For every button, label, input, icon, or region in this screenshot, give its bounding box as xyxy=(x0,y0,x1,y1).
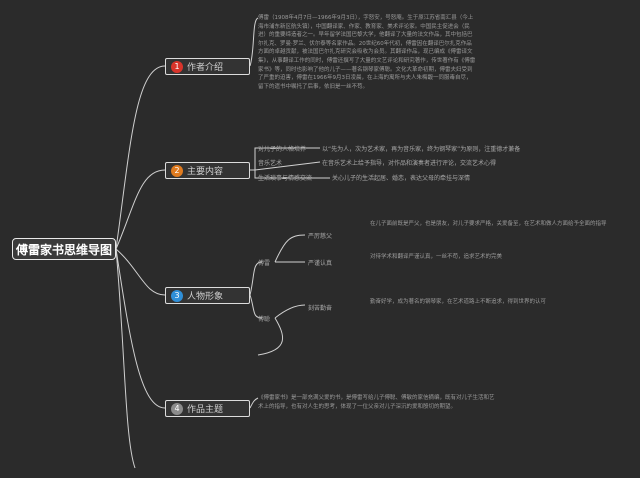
connector-char-1 xyxy=(274,234,306,263)
connector-content-3 xyxy=(254,170,330,179)
connector-char-4 xyxy=(257,317,284,356)
connector-root-content xyxy=(115,169,166,250)
branch-label: 作者介绍 xyxy=(187,63,224,73)
content-item-label: 对儿子的人格培养 xyxy=(258,146,307,153)
theme-description: 《傅雷家书》是一部充满父爱的书，是傅雷写给儿子傅聪、傅敏的家信摘编，既有对儿子生… xyxy=(258,395,495,410)
character-trait-text: 对待学术和翻译严谨认真，一丝不苟，追求艺术的完美 xyxy=(370,254,503,260)
connector-char-g2 xyxy=(249,294,263,319)
connector-char-3 xyxy=(274,304,306,319)
author-description: 傅雷（1908年4月7日—1966年9月3日），字怒安，号怒庵。生于原江苏省南汇… xyxy=(258,15,476,90)
connector-content-1 xyxy=(250,147,320,171)
branch-theme[interactable]: 4 作品主题 xyxy=(165,400,250,417)
number-badge-icon: 3 xyxy=(171,289,183,302)
number-badge-icon: 4 xyxy=(171,402,183,415)
character-trait-label: 严谨认真 xyxy=(308,260,333,267)
number-badge-icon: 1 xyxy=(171,60,183,73)
content-item-text: 以“先为人，次为艺术家，再为音乐家，终为钢琴家”为原则，注重德才兼备 xyxy=(322,146,521,153)
connector-root-extra xyxy=(115,248,136,469)
branch-label: 人物形象 xyxy=(187,292,224,302)
connector-root-theme xyxy=(115,248,166,409)
content-item-label: 音乐艺术 xyxy=(258,160,283,167)
root-node[interactable]: 傅雷家书思维导图 xyxy=(12,238,116,260)
content-item-label: 生活琐事与情感交流 xyxy=(258,175,313,182)
number-badge-icon: 2 xyxy=(171,164,183,177)
character-trait-label: 刻苦勤奋 xyxy=(308,305,333,312)
character-trait-text: 勤奋好学，成为著名的钢琴家，在艺术道路上不断追求，得到世界的认可 xyxy=(370,299,547,305)
branch-characters[interactable]: 3 人物形象 xyxy=(165,287,250,304)
connector-char-g1 xyxy=(249,261,263,296)
branch-label: 作品主题 xyxy=(187,405,224,415)
connector-root-characters xyxy=(115,248,166,296)
connector-root-author xyxy=(115,65,166,250)
root-title: 傅雷家书思维导图 xyxy=(15,242,112,257)
character-trait-label: 严厉慈父 xyxy=(308,233,333,240)
character-trait-text: 在儿子面前既是严父，也是朋友，对儿子要求严格，关爱备至，在艺术和做人方面给予全面… xyxy=(370,221,607,227)
connector-content-2 xyxy=(254,161,321,171)
content-item-text: 关心儿子的生活起居、婚恋，表达父母的牵挂与深情 xyxy=(332,175,471,182)
character-group-label: 傅雷 xyxy=(258,260,271,267)
branch-label: 主要内容 xyxy=(187,167,224,177)
branch-content[interactable]: 2 主要内容 xyxy=(165,162,250,179)
connector-theme-text xyxy=(249,397,259,409)
branch-author[interactable]: 1 作者介绍 xyxy=(165,58,250,75)
connector-author-text xyxy=(249,17,259,67)
content-item-text: 在音乐艺术上给予指导，对作品和演奏者进行评论，交流艺术心得 xyxy=(322,160,497,167)
character-group-label: 傅聪 xyxy=(258,316,271,323)
